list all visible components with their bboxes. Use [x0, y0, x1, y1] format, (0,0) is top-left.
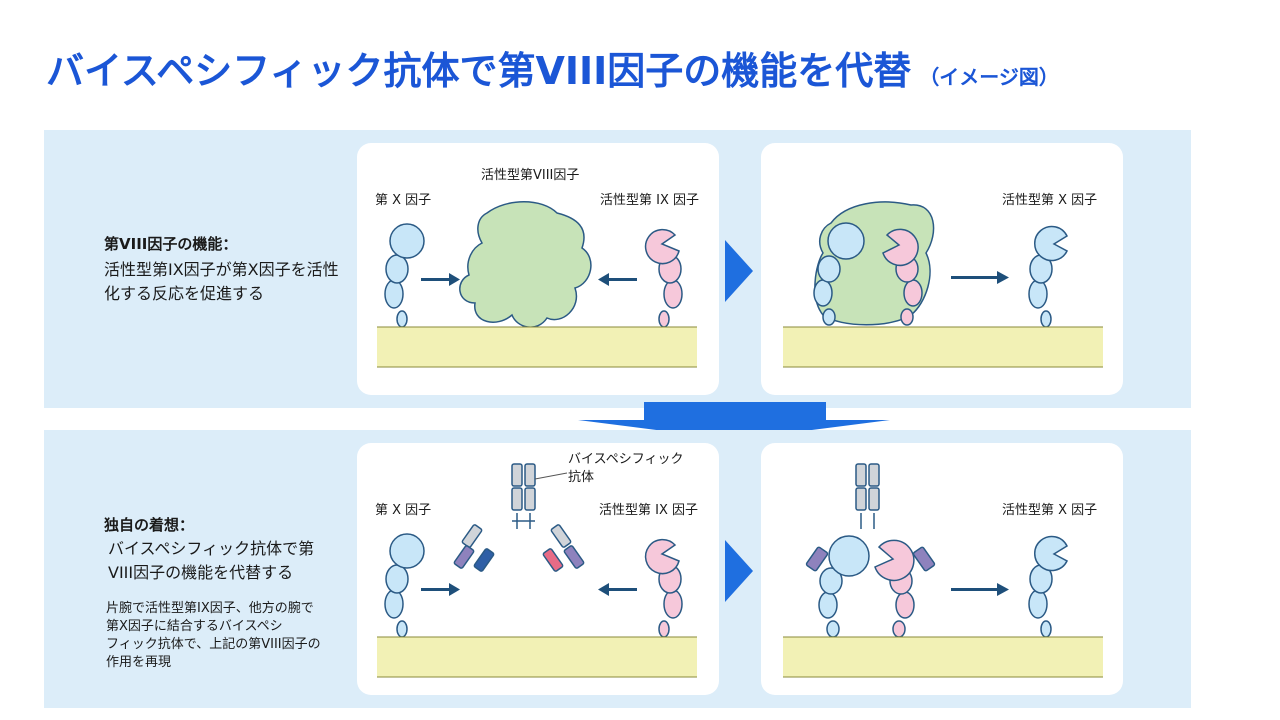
detail-line-4: 作用を再現 [106, 655, 172, 670]
unique-idea-section: 独自の着想： バイスペシフィック抗体で第 VIII因子の機能を代替する 片腕で活… [44, 430, 1191, 708]
bound-factor-x [813, 222, 865, 326]
detail-line-1: 片腕で活性型第IX因子、他方の腕で [106, 601, 314, 616]
label-factor-ixa: 活性型第 IX 因子 [600, 193, 700, 208]
flow-arrow [951, 583, 1009, 596]
body-line-1: バイスペシフィック抗体で第 [108, 539, 315, 558]
cell-membrane [377, 326, 697, 368]
title-main: バイスペシフィック抗体で第VIII因子の機能を代替 [46, 49, 912, 93]
after-panel: 活性型第 X 因子 [761, 143, 1123, 395]
factor-ixa-molecule [644, 228, 683, 328]
section-body: 活性型第IX因子が第X因子を活性 化する反応を促進する [104, 258, 339, 306]
flow-arrow [951, 271, 1009, 284]
released-factor-xa [1028, 535, 1068, 638]
bispecific-antibody [453, 463, 585, 572]
body-line-2: 化する反応を促進する [104, 284, 265, 303]
label-antibody-line-2: 抗体 [568, 470, 595, 485]
flow-arrows [421, 273, 637, 286]
before-panel: 第 X 因子 活性型第VIII因子 活性型第 IX 因子 [357, 143, 719, 395]
after-illustration [783, 201, 1103, 368]
section-heading: 独自の着想： [104, 516, 195, 534]
factor-viiia-molecule [459, 201, 592, 328]
flow-arrows [421, 583, 637, 596]
detail-line-2: 第X因子に結合するバイスペシ [106, 619, 283, 634]
antibody-illustration [377, 463, 697, 678]
body-line-1: 活性型第IX因子が第X因子を活性 [104, 260, 339, 279]
antibody-complex-illustration [783, 463, 1103, 678]
label-factor-xa: 活性型第 X 因子 [1002, 503, 1098, 518]
transition-arrow [725, 540, 753, 602]
label-factor-viiia: 活性型第VIII因子 [481, 168, 580, 183]
section-heading: 第VIII因子の機能： [104, 235, 238, 253]
transition-arrow [725, 240, 753, 302]
factor-ixa-molecule [644, 538, 683, 638]
bound-factor-x [818, 535, 870, 638]
factor-viii-function-section: 第VIII因子の機能： 活性型第IX因子が第X因子を活性 化する反応を促進する … [44, 130, 1191, 408]
detail-line-3: フィック抗体で、上記の第VIII因子の [106, 637, 321, 652]
bound-factor-ixa [874, 539, 915, 638]
title-sub: （イメージ図） [919, 65, 1059, 89]
section-body: バイスペシフィック抗体で第 VIII因子の機能を代替する [108, 537, 314, 585]
label-factor-x: 第 X 因子 [375, 193, 432, 208]
cell-membrane [377, 636, 697, 678]
cell-membrane [783, 636, 1103, 678]
factor-x-molecule [384, 533, 425, 638]
label-factor-ixa: 活性型第 IX 因子 [599, 503, 699, 518]
label-factor-x: 第 X 因子 [375, 503, 432, 518]
label-antibody-line-1: バイスペシフィック [568, 452, 684, 467]
released-factor-xa [1028, 225, 1068, 328]
body-line-2: VIII因子の機能を代替する [108, 563, 294, 582]
antibody-before-panel: 第 X 因子 バイスペシフィック 抗体 活性型第 IX 因子 [357, 443, 719, 695]
section-detail: 片腕で活性型第IX因子、他方の腕で 第X因子に結合するバイスペシ フィック抗体で… [106, 600, 376, 672]
label-factor-xa: 活性型第 X 因子 [1002, 193, 1098, 208]
page-title: バイスペシフィック抗体で第VIII因子の機能を代替 （イメージ図） [46, 40, 1059, 95]
antibody-after-panel: 活性型第 X 因子 [761, 443, 1123, 695]
antibody-complex [805, 463, 936, 572]
cell-membrane [783, 326, 1103, 368]
factor-x-molecule [384, 223, 425, 328]
before-illustration [377, 201, 697, 368]
antibody-callout-line [534, 472, 568, 480]
bound-factor-ixa [882, 228, 923, 326]
